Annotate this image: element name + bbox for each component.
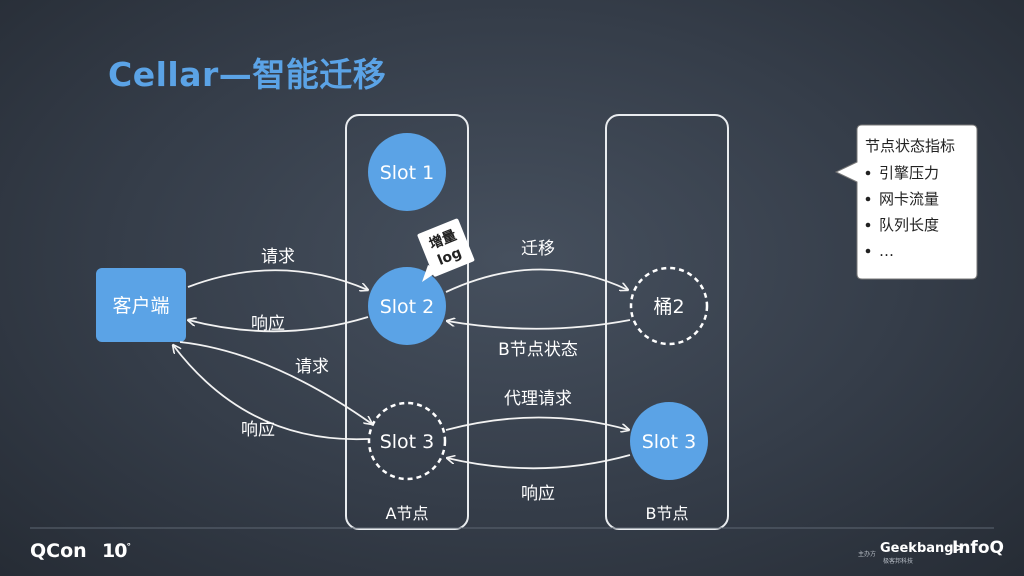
- slot-2-label: Slot 2: [380, 296, 435, 318]
- legend-item-1: 引擎压力: [879, 164, 939, 182]
- bucket-2: [629, 266, 709, 346]
- infoq-logo: InfoQ: [952, 538, 1004, 558]
- page-title: Cellar—智能迁移: [108, 55, 387, 94]
- sponsor-label: 主办方: [858, 551, 877, 558]
- arrow-slot2-to-client: [188, 316, 369, 333]
- arrow-proxy-request: [445, 416, 629, 431]
- slot-1-label: Slot 1: [380, 162, 435, 184]
- label-b-status: B节点状态: [498, 340, 578, 360]
- geekbang-logo: Geekbang>.: [880, 541, 970, 556]
- label-response-2: 响应: [241, 420, 275, 440]
- slot-3-b: [630, 402, 708, 480]
- slot-3-a-label: Slot 3: [380, 431, 435, 453]
- legend-title: 节点状态指标: [865, 137, 955, 155]
- legend-item-4: …: [879, 242, 894, 260]
- geekbang-subtitle: 极客邦科技: [883, 558, 914, 565]
- slot-2: [368, 267, 446, 345]
- label-migrate: 迁移: [521, 239, 555, 259]
- node-a-label: A节点: [386, 504, 429, 523]
- slot-3-a: [367, 401, 447, 481]
- arrow-proxy-response: [447, 454, 631, 470]
- bucket-2-label: 桶2: [653, 296, 684, 318]
- client-label: 客户端: [112, 295, 169, 317]
- qcon-edition-logo: 10°: [102, 540, 131, 562]
- label-response-1: 响应: [251, 314, 285, 334]
- bullet-icon: [865, 248, 871, 254]
- label-request-1: 请求: [261, 247, 295, 267]
- node-metrics-callout: 节点状态指标 引擎压力 网卡流量 队列长度 …: [834, 124, 978, 280]
- bullet-icon: [865, 170, 871, 176]
- node-a-frame: [345, 114, 469, 530]
- arrow-migrate: [445, 268, 628, 293]
- arrow-client-to-slot3: [179, 341, 372, 424]
- arrow-client-to-slot2: [187, 269, 368, 290]
- label-proxy-response: 响应: [521, 484, 555, 504]
- qcon-logo: QCon: [30, 540, 87, 562]
- node-b-label: B节点: [646, 504, 689, 523]
- legend-item-2: 网卡流量: [879, 190, 939, 208]
- legend-item-3: 队列长度: [879, 216, 939, 234]
- slot-3-b-label: Slot 3: [642, 431, 697, 453]
- bullet-icon: [865, 222, 871, 228]
- node-b-frame: [605, 114, 729, 530]
- arrow-b-status: [447, 320, 631, 330]
- slot-1: [368, 133, 446, 211]
- label-proxy-request: 代理请求: [504, 389, 572, 409]
- client-box: [96, 268, 186, 342]
- bullet-icon: [865, 196, 871, 202]
- label-request-2: 请求: [295, 357, 329, 377]
- arrow-slot3-to-client: [173, 345, 369, 441]
- tag-pointer: [422, 265, 440, 282]
- incremental-log-tag: 增量 log: [417, 218, 475, 277]
